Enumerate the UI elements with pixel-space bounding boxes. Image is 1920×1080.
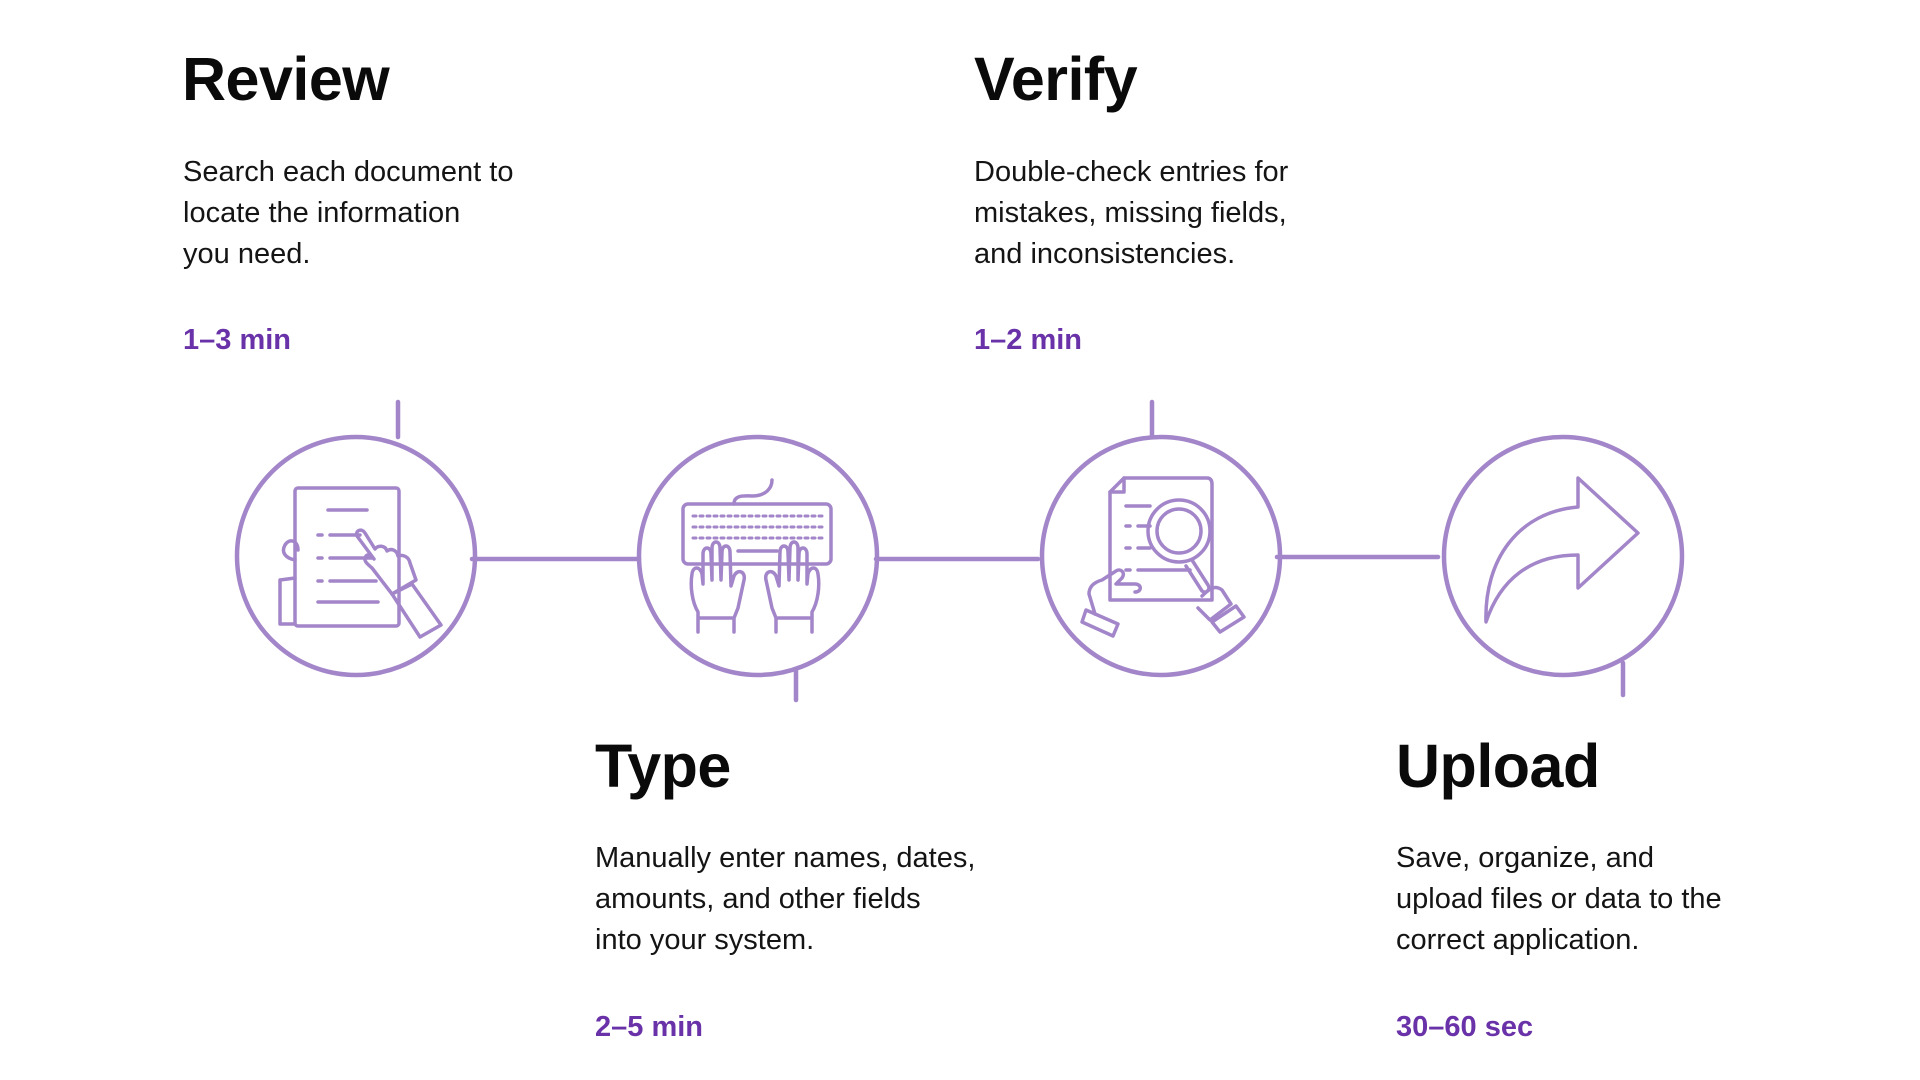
keyboard-hands-icon — [681, 478, 833, 634]
description-line: Search each document to — [183, 156, 514, 188]
step-title-type: Type — [595, 732, 731, 800]
step-title-verify: Verify — [974, 45, 1138, 113]
step-description-review: Search each document to locate the infor… — [183, 152, 513, 275]
description-line: amounts, and other fields — [595, 883, 921, 915]
step-circle-type — [636, 434, 880, 678]
step-description-type: Manually enter names, dates, amounts, an… — [595, 838, 975, 961]
description-line: into your system. — [595, 924, 815, 956]
step-title-upload: Upload — [1396, 732, 1600, 800]
document-magnifier-icon — [1080, 476, 1246, 638]
description-line: locate the information — [183, 197, 461, 229]
description-line: upload files or data to the — [1396, 883, 1722, 915]
step-circle-upload — [1441, 434, 1685, 678]
step-description-upload: Save, organize, and upload files or data… — [1396, 838, 1722, 961]
description-line: mistakes, missing fields, — [974, 197, 1287, 229]
step-time-type: 2–5 min — [595, 1011, 703, 1043]
description-line: correct application. — [1396, 924, 1640, 956]
step-time-review: 1–3 min — [183, 324, 291, 356]
step-circle-review — [234, 434, 478, 678]
description-line: Save, organize, and — [1396, 842, 1654, 874]
description-line: and inconsistencies. — [974, 238, 1236, 270]
step-time-upload: 30–60 sec — [1396, 1011, 1534, 1043]
share-arrow-icon — [1484, 476, 1640, 624]
document-pointing-hand-icon — [278, 486, 443, 639]
step-time-verify: 1–2 min — [974, 324, 1082, 356]
description-line: Manually enter names, dates, — [595, 842, 976, 874]
description-line: Double-check entries for — [974, 156, 1289, 188]
step-circle-verify — [1039, 434, 1283, 678]
step-description-verify: Double-check entries for mistakes, missi… — [974, 152, 1288, 275]
step-title-review: Review — [182, 45, 390, 113]
description-line: you need. — [183, 238, 311, 270]
